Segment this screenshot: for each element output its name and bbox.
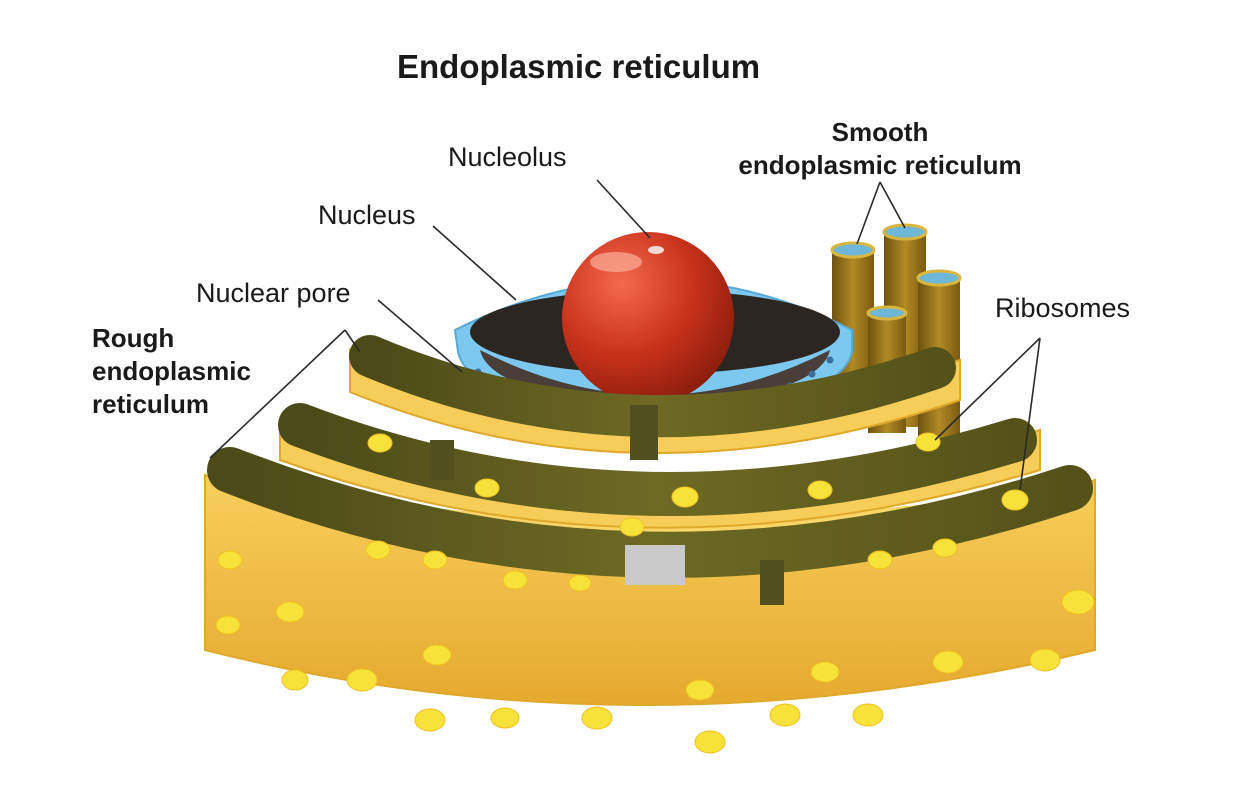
rough-er: [204, 335, 1096, 706]
nucleolus: [562, 232, 734, 404]
label-nucleolus: Nucleolus: [448, 142, 567, 172]
label-ribosomes: Ribosomes: [995, 293, 1131, 323]
nucleus-leader: [432, 225, 517, 301]
rough-er-leader-2: [344, 329, 361, 353]
smooth-er-leader-2: [879, 181, 906, 229]
ribosomes: [215, 432, 1095, 754]
label-nucleus: Nucleus: [318, 200, 416, 230]
label-nuclear-pore: Nuclear pore: [196, 278, 351, 308]
ribosomes-leader-1: [934, 337, 1041, 441]
smooth-er-leader-1: [856, 181, 881, 245]
diagram-title: Endoplasmic reticulum: [397, 48, 761, 85]
label-rough-er-line-2: endoplasmic: [92, 356, 251, 386]
label-smooth-er-line-2: endoplasmic reticulum: [738, 150, 1022, 180]
leader-lines: [209, 179, 1041, 491]
label-smooth-er-line-1: Smooth: [831, 117, 929, 147]
label-smooth-er: Smooth endoplasmic reticulum: [718, 116, 1042, 182]
label-rough-er: Rough endoplasmic reticulum: [92, 322, 251, 421]
ribosomes-leader-2: [1019, 337, 1041, 491]
label-rough-er-line-1: Rough: [92, 323, 175, 353]
rough-er-leader-1: [209, 329, 346, 459]
nuclear-pore-leader: [377, 299, 463, 373]
label-rough-er-line-3: reticulum: [92, 389, 210, 419]
nucleolus-leader: [596, 179, 651, 239]
